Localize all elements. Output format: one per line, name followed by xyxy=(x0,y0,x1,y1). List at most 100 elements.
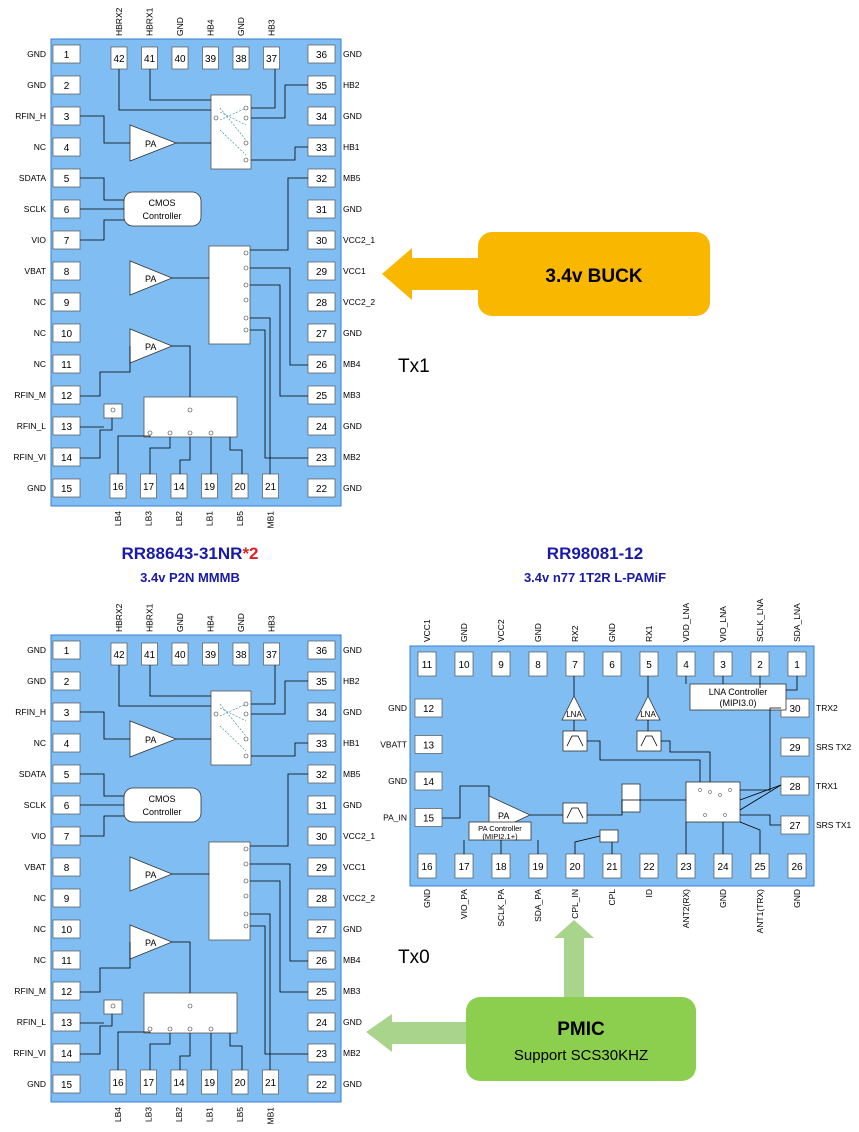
chip-a-trace xyxy=(172,941,191,993)
chip-a-right-pin-number: 26 xyxy=(316,956,328,967)
chip-a-switch-terminal xyxy=(147,430,153,436)
chip-a-trace xyxy=(117,1031,151,1070)
chip-a-trace xyxy=(80,711,130,740)
chip-a-right-pin-label: GND xyxy=(343,421,362,431)
chip-b-right-pin-label: TRX1 xyxy=(816,781,838,791)
pmic-subtitle: Support SCS30KHZ xyxy=(514,1047,648,1064)
chip-a-bottom-pin-box xyxy=(201,1069,218,1095)
chip-b-top-pin-label: GND xyxy=(533,623,543,642)
chip-b-lna-label: LNA xyxy=(566,710,582,719)
chip-b-bottom-pin-label: ANT1(TRX) xyxy=(755,889,765,934)
chip-a-right-pin-label: HB2 xyxy=(343,80,360,90)
chip-a-top-pin-number: 38 xyxy=(235,650,247,661)
chip-a-bottom-pin-label: LB5 xyxy=(235,1107,245,1122)
chip-a-switch-terminal xyxy=(208,1026,214,1032)
chip-a-top-pin-number: 37 xyxy=(266,54,278,65)
chip-a-bottom-pin-box xyxy=(231,473,249,499)
chip-b-filter-symbol xyxy=(566,807,584,819)
chip-a-pa-triangle xyxy=(129,260,174,296)
chip-a-switch-terminal xyxy=(243,115,249,121)
chip-b-lna-ctrl-line2: (MIPI3.0) xyxy=(719,698,756,708)
chip-a-cmos-line2: Controller xyxy=(142,211,181,221)
chip-b-bottom-pin-box xyxy=(787,853,807,879)
chip-b-pa-controller-box xyxy=(468,821,532,841)
chip-a-switch-terminal xyxy=(243,846,249,852)
chip-a-bottom-pin-label: LB1 xyxy=(205,511,215,526)
pmic-box xyxy=(466,997,696,1081)
chip-a-switch-terminal xyxy=(243,327,249,333)
chip-a-switch-path xyxy=(219,111,247,126)
chip-b-right-pin-label: SRS TX2 xyxy=(816,742,852,752)
chip-b-trace xyxy=(739,784,782,801)
chip-a-left-pin-box xyxy=(52,137,81,157)
chip-b-bottom-pin-number: 23 xyxy=(680,862,692,873)
chip-a-right-pin-number: 32 xyxy=(316,770,328,781)
chip-a-right-pin-number: 36 xyxy=(316,646,328,657)
chip-a-left-pin-label: GND xyxy=(27,80,46,90)
chip-a-left-pin-number: 9 xyxy=(64,298,70,309)
chip-a-trace xyxy=(251,84,308,119)
chip-b-top-pin-label: VIO_LNA xyxy=(718,606,728,642)
chip-a-switch-terminal xyxy=(243,911,249,917)
chip-a-bottom-pin-box xyxy=(262,1069,279,1095)
chip-b-bottom-pin-label: GND xyxy=(718,889,728,908)
chip-b-top-pin-label: RX2 xyxy=(570,625,580,642)
chip-a-right-pin-label: VCC2_2 xyxy=(343,893,375,903)
chip-a-top-pin-label: HBRX2 xyxy=(114,7,124,36)
chip-a-left-pin-number: 11 xyxy=(61,360,72,371)
chip-b-bottom-pin-box xyxy=(639,853,659,879)
chip-a-right-pin-label: MB3 xyxy=(343,390,361,400)
chip-a-switch-terminal xyxy=(243,315,249,321)
chip-b-trace xyxy=(739,821,761,854)
chip-a-right-pin-label: VCC1 xyxy=(343,266,366,276)
chip-b-bottom-pin-number: 22 xyxy=(643,862,655,873)
chip-a-switch-terminal xyxy=(243,753,249,759)
chip-a-switch-terminal xyxy=(147,1026,153,1032)
chip-a-left-pin-box xyxy=(52,385,81,405)
chip-b-left-pin-number: 13 xyxy=(423,741,435,752)
chip-b-switch-terminal xyxy=(723,813,727,817)
chip-a-trace xyxy=(118,665,211,707)
chip-a-switch-path xyxy=(219,707,247,722)
chip-a-right-pin-label: GND xyxy=(343,924,362,934)
chip-a-right-pin-label: GND xyxy=(343,707,362,717)
chip-a-switch-path xyxy=(219,703,247,717)
chip-a-top-pin-box xyxy=(141,46,158,70)
chip-a-trace xyxy=(80,773,124,797)
chip-a-left-pin-box xyxy=(52,981,81,1001)
chip-a-right-pin-label: GND xyxy=(343,49,362,59)
chip-a-left-pin-number: 8 xyxy=(64,267,70,278)
chip-a-pa-triangle xyxy=(129,856,174,892)
chip-b-pa-label: PA xyxy=(498,811,509,821)
chip-a-trace xyxy=(250,317,271,474)
chip-a-left-pin-box xyxy=(52,671,81,691)
chip-a-trace xyxy=(80,942,131,993)
chip-a-trace xyxy=(251,69,276,109)
chip-a-subtitle: 3.4v P2N MMMB xyxy=(140,570,240,585)
chip-b-pa-ctrl-line1: PA Controller xyxy=(478,824,522,833)
chip-a-left-pin-label: NC xyxy=(34,328,46,338)
chip-a-right-pin-box xyxy=(307,478,336,498)
chip-a-left-pin-label: SDATA xyxy=(19,173,46,183)
chip-a-left-pin-box xyxy=(52,888,81,908)
chip-a-left-pin-label: NC xyxy=(34,893,46,903)
chip-b-left-pin-number: 14 xyxy=(423,777,435,788)
chip-b-trace xyxy=(739,784,782,811)
chip-b-bottom-pin-number: 26 xyxy=(791,862,803,873)
chip-a-trace xyxy=(80,219,124,241)
chip-a-left-pin-box xyxy=(52,416,81,436)
chip-a-left-pin-number: 9 xyxy=(64,894,70,905)
chip-a-switch-terminal xyxy=(213,115,219,121)
chip-b-top-pin-box xyxy=(454,651,474,677)
chip-b-bottom-pin-number: 25 xyxy=(754,862,766,873)
chip-a-trace xyxy=(117,435,151,474)
chip-a-right-pin-box xyxy=(307,1012,336,1032)
chip-a-trace xyxy=(179,1033,191,1070)
chip-b-top-pin-number: 3 xyxy=(720,660,726,671)
chip-a-trace xyxy=(250,863,308,962)
pmic-up-arrow xyxy=(554,920,594,1000)
chip-b-bottom-pin-label: ANT2(RX) xyxy=(681,889,691,928)
chip-a-bottom-pin-label: LB2 xyxy=(174,511,184,526)
chip-a-right-pin-number: 33 xyxy=(316,739,328,750)
chip-a-right-pin-box xyxy=(307,106,336,126)
